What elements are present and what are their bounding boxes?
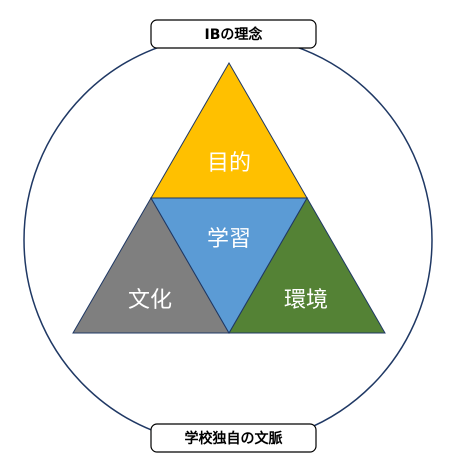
bottom-label-text: 学校独自の文脈 — [185, 430, 283, 447]
top-label-box: IBの理念 — [150, 19, 317, 49]
bottom-label-box: 学校独自の文脈 — [150, 423, 317, 453]
label-environment: 環境 — [284, 288, 328, 313]
label-culture: 文化 — [128, 288, 172, 313]
top-label-text: IBの理念 — [205, 26, 264, 43]
label-learning: 学習 — [207, 227, 251, 252]
triangle-center — [150, 197, 308, 334]
label-purpose: 目的 — [207, 151, 251, 176]
triangle-top — [150, 62, 308, 199]
